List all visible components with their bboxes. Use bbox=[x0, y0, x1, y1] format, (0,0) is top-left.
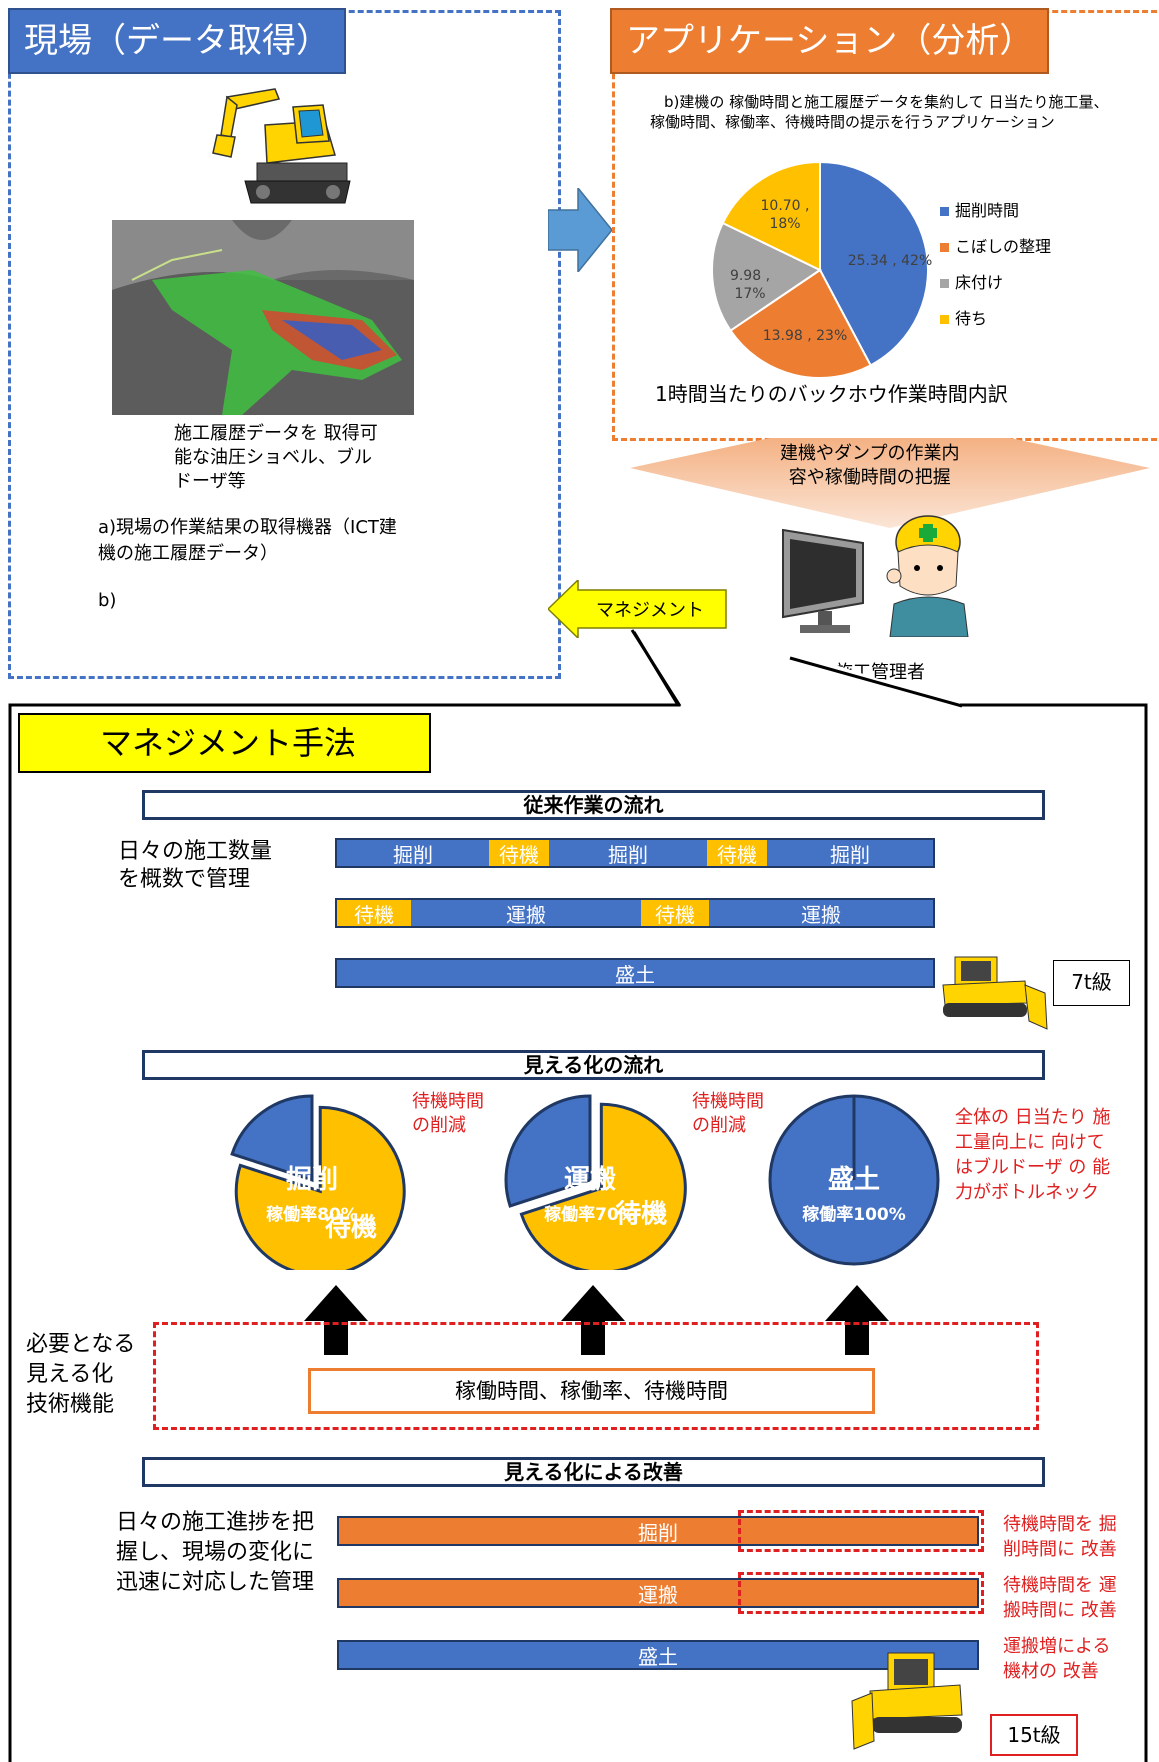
required-function-label: 必要となる 見える化 技術機能 bbox=[26, 1332, 136, 1417]
wait-slice bbox=[234, 1105, 406, 1270]
construction-history-3d-image bbox=[112, 220, 414, 415]
utilization-slice bbox=[230, 1094, 314, 1183]
pie-slice bbox=[729, 268, 872, 379]
conventional-embankment-row: 盛土 bbox=[335, 958, 935, 988]
excavate-segment: 掘削 bbox=[549, 840, 707, 867]
required-metrics-box: 稼働時間、稼働率、待機時間 bbox=[308, 1368, 875, 1414]
pie-data-label: 10.70 ,18% bbox=[761, 198, 810, 232]
pie-slice bbox=[721, 160, 821, 272]
wait-reduction-note: 待機時間 の削減 bbox=[692, 1091, 764, 1136]
callout-frame bbox=[8, 629, 1148, 1762]
utilization-rate: 稼働率80% bbox=[266, 1204, 358, 1225]
utilization-slice bbox=[504, 1094, 592, 1208]
item-a-text: a)現場の作業結果の取得機器（ICT建 機の施工履歴データ） bbox=[98, 517, 397, 564]
wait-reduction-note: 待機時間 の削減 bbox=[412, 1091, 484, 1136]
wait-segment: 待機 bbox=[707, 840, 767, 867]
improved-haul-bar: 運搬 bbox=[337, 1578, 979, 1608]
conventional-flow-title: 従来作業の流れ bbox=[142, 790, 1045, 820]
class-7t-label: 7t級 bbox=[1053, 960, 1130, 1006]
wait-segment: 待機 bbox=[337, 900, 411, 927]
process-name: 運搬 bbox=[564, 1164, 616, 1195]
pie-caption: 1時間当たりのバックホウ作業時間内訳 bbox=[655, 382, 1008, 406]
application-title: アプリケーション（分析） bbox=[610, 8, 1050, 74]
conventional-note: 日々の施工数量 を概数で管理 bbox=[118, 839, 273, 892]
up-arrow-icon bbox=[304, 1285, 368, 1355]
pie-legend: 掘削時間 こぼしの整理 床付け 待ち bbox=[940, 193, 1051, 337]
wait-segment: 待機 bbox=[641, 900, 709, 927]
bulldozer-large-icon bbox=[851, 1652, 963, 1750]
class-15t-label: 15t級 bbox=[990, 1714, 1078, 1756]
pie-data-label: 13.98 , 23% bbox=[763, 328, 848, 344]
management-arrow-label: マネジメント bbox=[596, 600, 704, 621]
wait-label: 待機 bbox=[615, 1199, 667, 1229]
pie-slice bbox=[819, 160, 929, 367]
right-arrow-icon bbox=[548, 188, 613, 272]
legend-item: 掘削時間 bbox=[940, 193, 1051, 229]
haul-segment: 運搬 bbox=[411, 900, 641, 927]
legend-item: 待ち bbox=[940, 301, 1051, 337]
wait-segment: 待機 bbox=[489, 840, 549, 867]
improvement-note: 日々の施工進捗を把 握し、現場の変化に 迅速に対応した管理 bbox=[116, 1510, 315, 1595]
funnel-text: 建機やダンプの作業内 容や稼働時間の把握 bbox=[780, 443, 960, 488]
legend-swatch bbox=[940, 207, 949, 216]
improved-embankment-bar: 盛土 bbox=[337, 1640, 979, 1670]
legend-swatch bbox=[940, 279, 949, 288]
bottleneck-note: 全体の 日当たり 施 工量向上に 向けて はブルドーザ の 能 力がボトルネック bbox=[955, 1107, 1111, 1203]
legend-swatch bbox=[940, 315, 949, 324]
pie-slice bbox=[711, 221, 822, 332]
legend-swatch bbox=[940, 243, 949, 252]
field-data-title: 現場（データ取得） bbox=[8, 8, 346, 74]
process-name: 掘削 bbox=[286, 1165, 338, 1195]
wait-label: 待機 bbox=[325, 1213, 377, 1243]
conventional-haul-row: 待機 運搬 待機 運搬 bbox=[335, 898, 935, 928]
bulldozer-small-icon bbox=[942, 956, 1048, 1030]
legend-item: 床付け bbox=[940, 265, 1051, 301]
item-b-text: b) bbox=[98, 590, 117, 611]
pie-data-label: 25.34 , 42% bbox=[848, 253, 933, 269]
work-time-pie-chart: 25.34 , 42% 13.98 , 23% 9.98 ,17% 10.70 ,18… bbox=[711, 160, 933, 379]
improvement-title: 見える化による改善 bbox=[142, 1457, 1045, 1487]
computer-monitor-icon bbox=[782, 528, 864, 633]
utilization-rate: 稼働率100% bbox=[802, 1204, 906, 1225]
haul-segment: 運搬 bbox=[709, 900, 933, 927]
funnel-shape bbox=[630, 438, 1150, 528]
excavate-segment: 掘削 bbox=[337, 840, 489, 867]
wait-slice bbox=[519, 1102, 687, 1270]
utilization-rate: 稼働率70% bbox=[544, 1204, 636, 1225]
excavator-caption: 施工履歴データを 取得可 能な油圧ショベル、ブル ドーザ等 bbox=[174, 423, 378, 492]
required-function-frame bbox=[153, 1322, 1039, 1430]
embankment-segment: 盛土 bbox=[337, 960, 933, 987]
legend-item: こぼしの整理 bbox=[940, 229, 1051, 265]
conventional-excavation-row: 掘削 待機 掘削 待機 掘削 bbox=[335, 838, 935, 868]
management-method-title: マネジメント手法 bbox=[18, 713, 431, 773]
up-arrow-icon bbox=[561, 1285, 625, 1355]
improvement-note-2: 待機時間を 運 搬時間に 改善 bbox=[1003, 1575, 1117, 1621]
process-name: 盛土 bbox=[828, 1164, 880, 1195]
improvement-highlight bbox=[738, 1572, 984, 1614]
improved-excavation-bar: 掘削 bbox=[337, 1516, 979, 1546]
visualization-flow-title: 見える化の流れ bbox=[142, 1050, 1045, 1080]
up-arrow-icon bbox=[825, 1285, 889, 1355]
excavator-icon bbox=[212, 88, 351, 204]
site-manager-icon bbox=[886, 515, 969, 637]
improvement-highlight bbox=[738, 1510, 984, 1552]
application-description: b)建機の 稼働時間と施工履歴データを集約して 日当たり施工量、 稼働時間、稼働… bbox=[650, 93, 1109, 131]
management-arrow-shape bbox=[548, 580, 727, 638]
excavate-segment: 掘削 bbox=[767, 840, 933, 867]
improvement-note-3: 運搬増による 機材の 改善 bbox=[1003, 1636, 1111, 1682]
improvement-note-1: 待機時間を 掘 削時間に 改善 bbox=[1003, 1514, 1117, 1560]
embankment-segment: 盛土 bbox=[339, 1642, 977, 1669]
pie-data-label: 9.98 ,17% bbox=[730, 268, 770, 302]
